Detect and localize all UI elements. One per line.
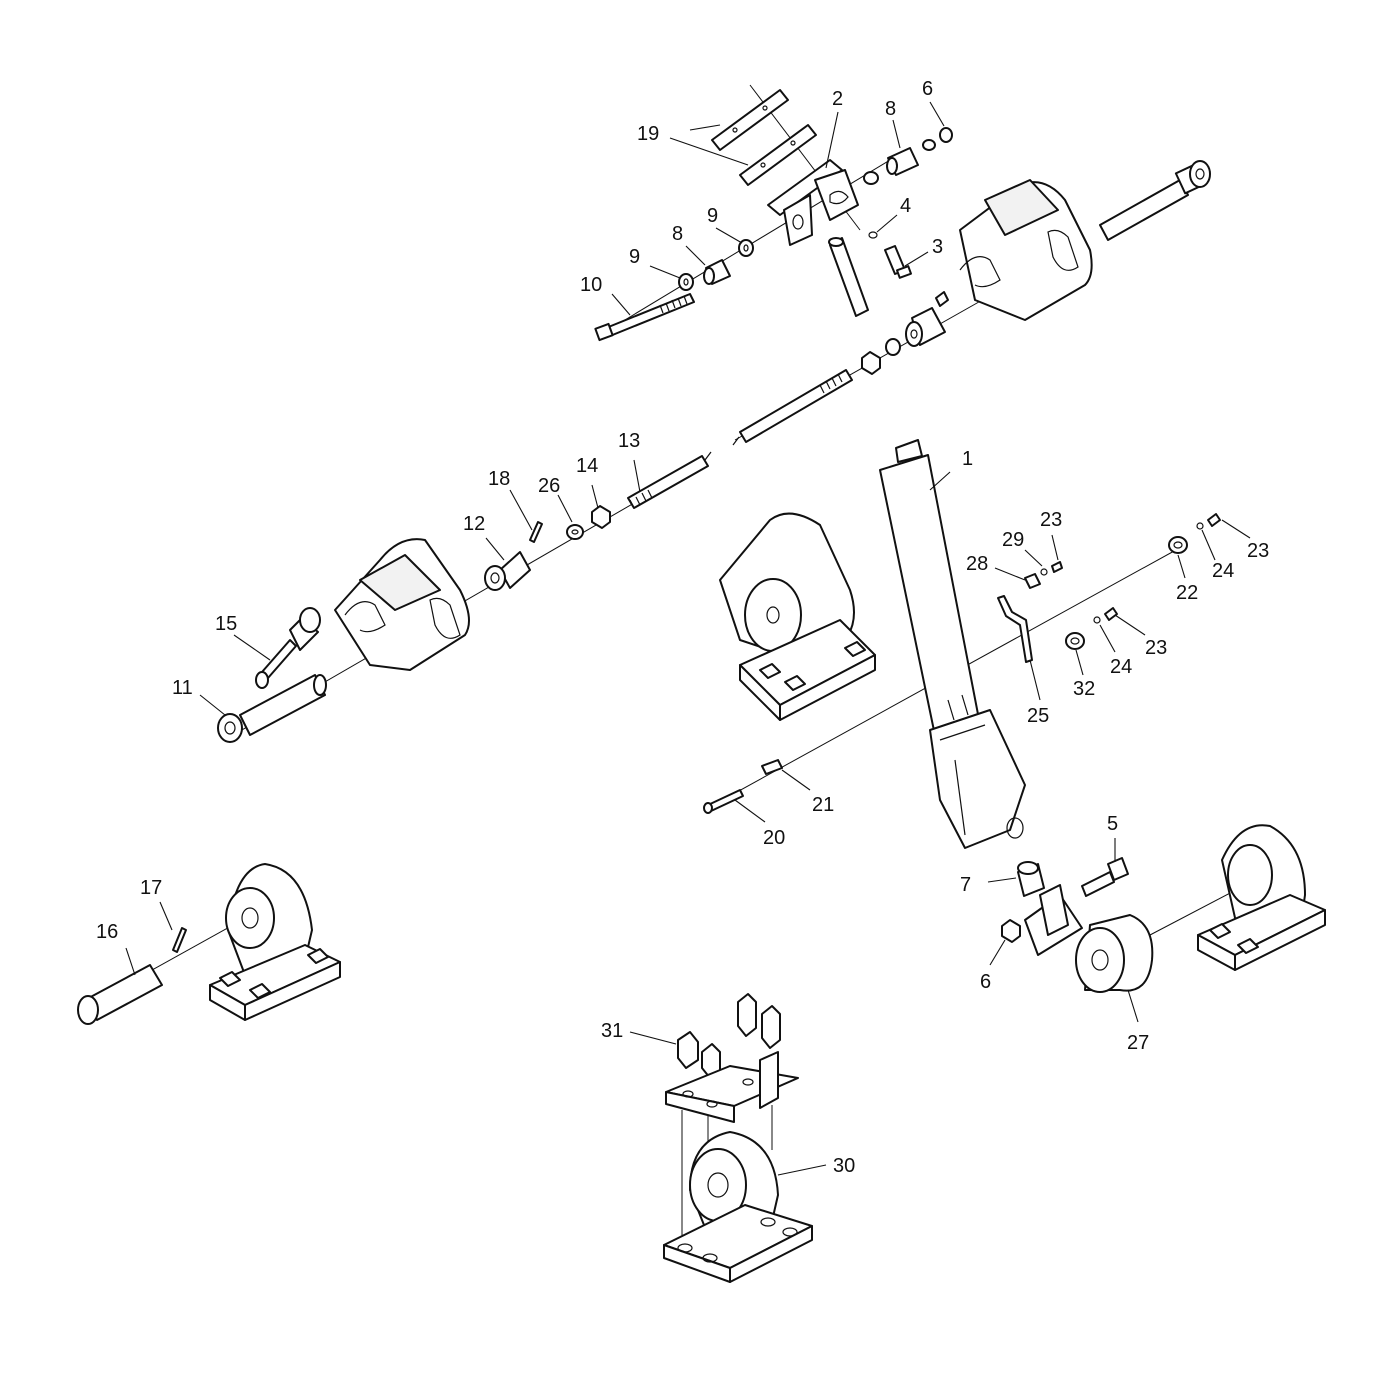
callout-16: 16: [96, 921, 118, 943]
rod-end-bushing: [905, 291, 949, 347]
part-28-29-fasteners: [1024, 561, 1063, 589]
callout-3: 3: [932, 236, 943, 258]
part-8-spacer-top: [886, 147, 919, 176]
part-9-washer-a: [678, 273, 694, 291]
part-21-plate: [761, 759, 783, 775]
callout-22: 22: [1176, 582, 1198, 604]
callout-32: 32: [1073, 678, 1095, 700]
callout-24: 24: [1212, 560, 1234, 582]
callout-5: 5: [1107, 813, 1118, 835]
part-15-handle: [255, 607, 321, 689]
bottom-angle-bracket: [665, 1051, 799, 1123]
part-12-bushing: [484, 551, 531, 591]
callout-19: 19: [637, 123, 659, 145]
leader-lines: [125, 101, 1251, 1176]
callout-27: 27: [1127, 1032, 1149, 1054]
callout-31: 31: [601, 1020, 623, 1042]
callout-29: 29: [1002, 529, 1024, 551]
callout-6: 6: [980, 971, 991, 993]
callout-17: 17: [140, 877, 162, 899]
left-clevis-housing: [334, 538, 470, 671]
part-1-linear-actuator: [879, 439, 1026, 849]
part-6-nut-top: [863, 127, 953, 185]
part-9-washer-b: [738, 239, 754, 257]
callout-14: 14: [576, 455, 598, 477]
part-27-roller: [1075, 914, 1154, 993]
part-6-nut-lower: [1001, 919, 1021, 943]
part-30-pillow-block: [663, 1131, 813, 1283]
callout-11: 11: [172, 677, 193, 699]
part-24-washer-b: [1093, 616, 1101, 624]
right-pin: [1099, 160, 1211, 241]
part-10-long-bolt: [594, 293, 695, 342]
callout-26: 26: [538, 475, 560, 497]
part-26-washer: [566, 524, 584, 540]
left-pillow-block: [209, 863, 341, 1021]
rod-nuts: [861, 338, 901, 375]
callout-10: 10: [580, 274, 602, 296]
callout-12: 12: [463, 513, 485, 535]
part-7-bushing: [1017, 861, 1045, 897]
part-23-screw-b: [1104, 607, 1118, 621]
callout-24: 24: [1110, 656, 1132, 678]
callout-25: 25: [1027, 705, 1049, 727]
right-pillow-block: [1197, 824, 1326, 971]
callout-23: 23: [1145, 637, 1167, 659]
callout-8: 8: [885, 98, 896, 120]
part-31-bolts: [677, 993, 781, 1079]
part-32-bushing: [1065, 632, 1085, 650]
callout-21: 21: [812, 794, 834, 816]
part-4-3-bolt: [868, 231, 913, 279]
callout-4: 4: [900, 195, 911, 217]
vertical-rod-fragment: [828, 237, 869, 317]
lower-bracket: [1024, 884, 1083, 956]
part-13-long-rod: [627, 369, 853, 509]
callout-2: 2: [832, 88, 843, 110]
callout-labels: 1 2 3 4 5 6 6 7 8 8 9 9 10 11 12 13 14 1…: [96, 78, 1269, 1177]
callout-7: 7: [960, 874, 971, 896]
callout-18: 18: [488, 468, 510, 490]
part-11-pin-shaft: [217, 674, 327, 743]
part-22-bushing: [1168, 536, 1188, 554]
part-5-bolt: [1081, 857, 1129, 897]
part-16-pin: [77, 964, 163, 1025]
right-clevis-housing: [959, 179, 1093, 321]
callout-20: 20: [763, 827, 785, 849]
callout-9: 9: [629, 246, 640, 268]
callout-15: 15: [215, 613, 237, 635]
part-18-pin: [529, 521, 543, 543]
callout-30: 30: [833, 1155, 855, 1177]
callout-9: 9: [707, 205, 718, 227]
callout-1: 1: [962, 448, 973, 470]
callout-6: 6: [922, 78, 933, 100]
part-20-screw: [703, 789, 744, 814]
part-25-bracket: [997, 595, 1033, 663]
center-pillow-block: [719, 512, 876, 721]
callout-23: 23: [1040, 509, 1062, 531]
part-14-nut: [591, 505, 611, 529]
part-24-washer-a: [1196, 522, 1204, 530]
part-2-clevis-bracket: [767, 159, 859, 246]
callout-28: 28: [966, 553, 988, 575]
part-23-screw-a: [1207, 513, 1221, 527]
callout-8: 8: [672, 223, 683, 245]
part-8-spacer-a: [703, 259, 731, 285]
part-19-mounting-plates: [711, 89, 817, 186]
callout-13: 13: [618, 430, 640, 452]
callout-23: 23: [1247, 540, 1269, 562]
part-17-pin: [172, 927, 187, 953]
